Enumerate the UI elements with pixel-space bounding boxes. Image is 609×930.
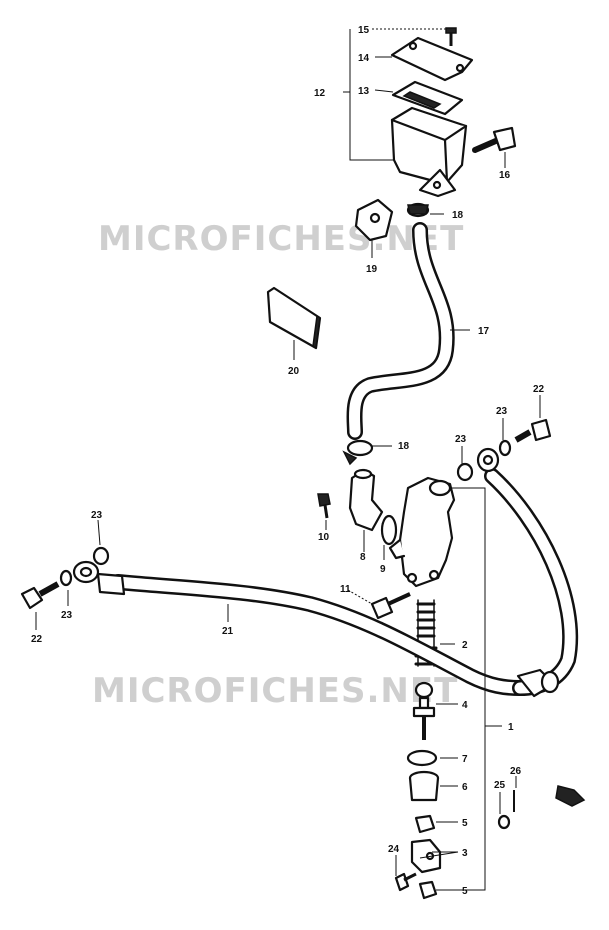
callout-17: 17	[478, 326, 490, 337]
pin-24	[394, 872, 417, 892]
label-pad-20	[266, 286, 322, 350]
callout-8: 8	[360, 552, 366, 563]
screw-15	[445, 27, 457, 46]
banjo-bolt-22-left	[20, 581, 60, 610]
watermark-top: MICROFICHES.NET	[98, 219, 464, 259]
callout-21: 21	[222, 626, 234, 637]
callout-14: 14	[358, 53, 370, 64]
callout-5-top: 5	[462, 818, 468, 829]
callout-13: 13	[358, 86, 370, 97]
callout-22-right: 22	[533, 384, 545, 395]
clamp-18-top	[406, 202, 430, 218]
clevis-3	[410, 838, 442, 874]
callout-5-bottom: 5	[462, 886, 468, 897]
washer-23-left2	[59, 569, 73, 587]
front-arrow-icon	[555, 785, 586, 807]
nut-5-top	[414, 814, 436, 834]
o-ring-9	[380, 514, 398, 546]
callout-26: 26	[510, 766, 522, 777]
callout-22-left: 22	[31, 634, 43, 645]
callout-19: 19	[366, 264, 378, 275]
bolt-11	[370, 592, 411, 620]
callout-18-bottom: 18	[398, 441, 410, 452]
callout-9: 9	[380, 564, 386, 575]
bolt-16	[472, 126, 517, 153]
callout-23-left2: 23	[61, 610, 73, 621]
diaphragm-plate	[391, 80, 464, 116]
washer-23-left	[92, 546, 110, 566]
callout-16: 16	[499, 170, 511, 181]
boot-6	[408, 770, 440, 802]
reservoir-cap	[390, 36, 474, 82]
brake-hose-right	[476, 447, 579, 698]
callout-20: 20	[288, 366, 300, 377]
callout-24: 24	[388, 844, 400, 855]
callout-15: 15	[358, 25, 370, 36]
washer-23-right	[498, 439, 512, 457]
circlip-7	[406, 749, 438, 767]
hose-connector-8	[348, 468, 384, 532]
washer-25	[497, 814, 511, 830]
bolt-10	[317, 493, 331, 519]
reservoir-hose	[346, 222, 455, 440]
clamp-18-bottom	[342, 439, 374, 466]
nut-5-bottom	[418, 880, 438, 900]
callout-3: 3	[462, 848, 468, 859]
watermark-bottom: MICROFICHES.NET	[92, 671, 458, 711]
master-cylinder-body	[388, 476, 456, 588]
brake-hose-21	[72, 560, 528, 696]
callout-23-left: 23	[91, 510, 103, 521]
callout-12: 12	[314, 88, 326, 99]
callout-23-mid: 23	[455, 434, 467, 445]
pushrod-4	[412, 681, 436, 740]
callout-6: 6	[462, 782, 468, 793]
banjo-bolt-22-right	[514, 418, 552, 443]
callout-1: 1	[508, 722, 514, 733]
reservoir-assembly	[343, 27, 517, 198]
reservoir-body	[390, 106, 468, 198]
washer-23-mid	[456, 462, 474, 482]
callout-10: 10	[318, 532, 330, 543]
mount-plate-19	[354, 198, 394, 242]
callout-25: 25	[494, 780, 506, 791]
callout-7: 7	[462, 754, 468, 765]
callout-11: 11	[340, 584, 351, 595]
callout-4: 4	[462, 700, 468, 711]
callout-2: 2	[462, 640, 468, 651]
callout-23-right: 23	[496, 406, 508, 417]
callout-18-top: 18	[452, 210, 464, 221]
